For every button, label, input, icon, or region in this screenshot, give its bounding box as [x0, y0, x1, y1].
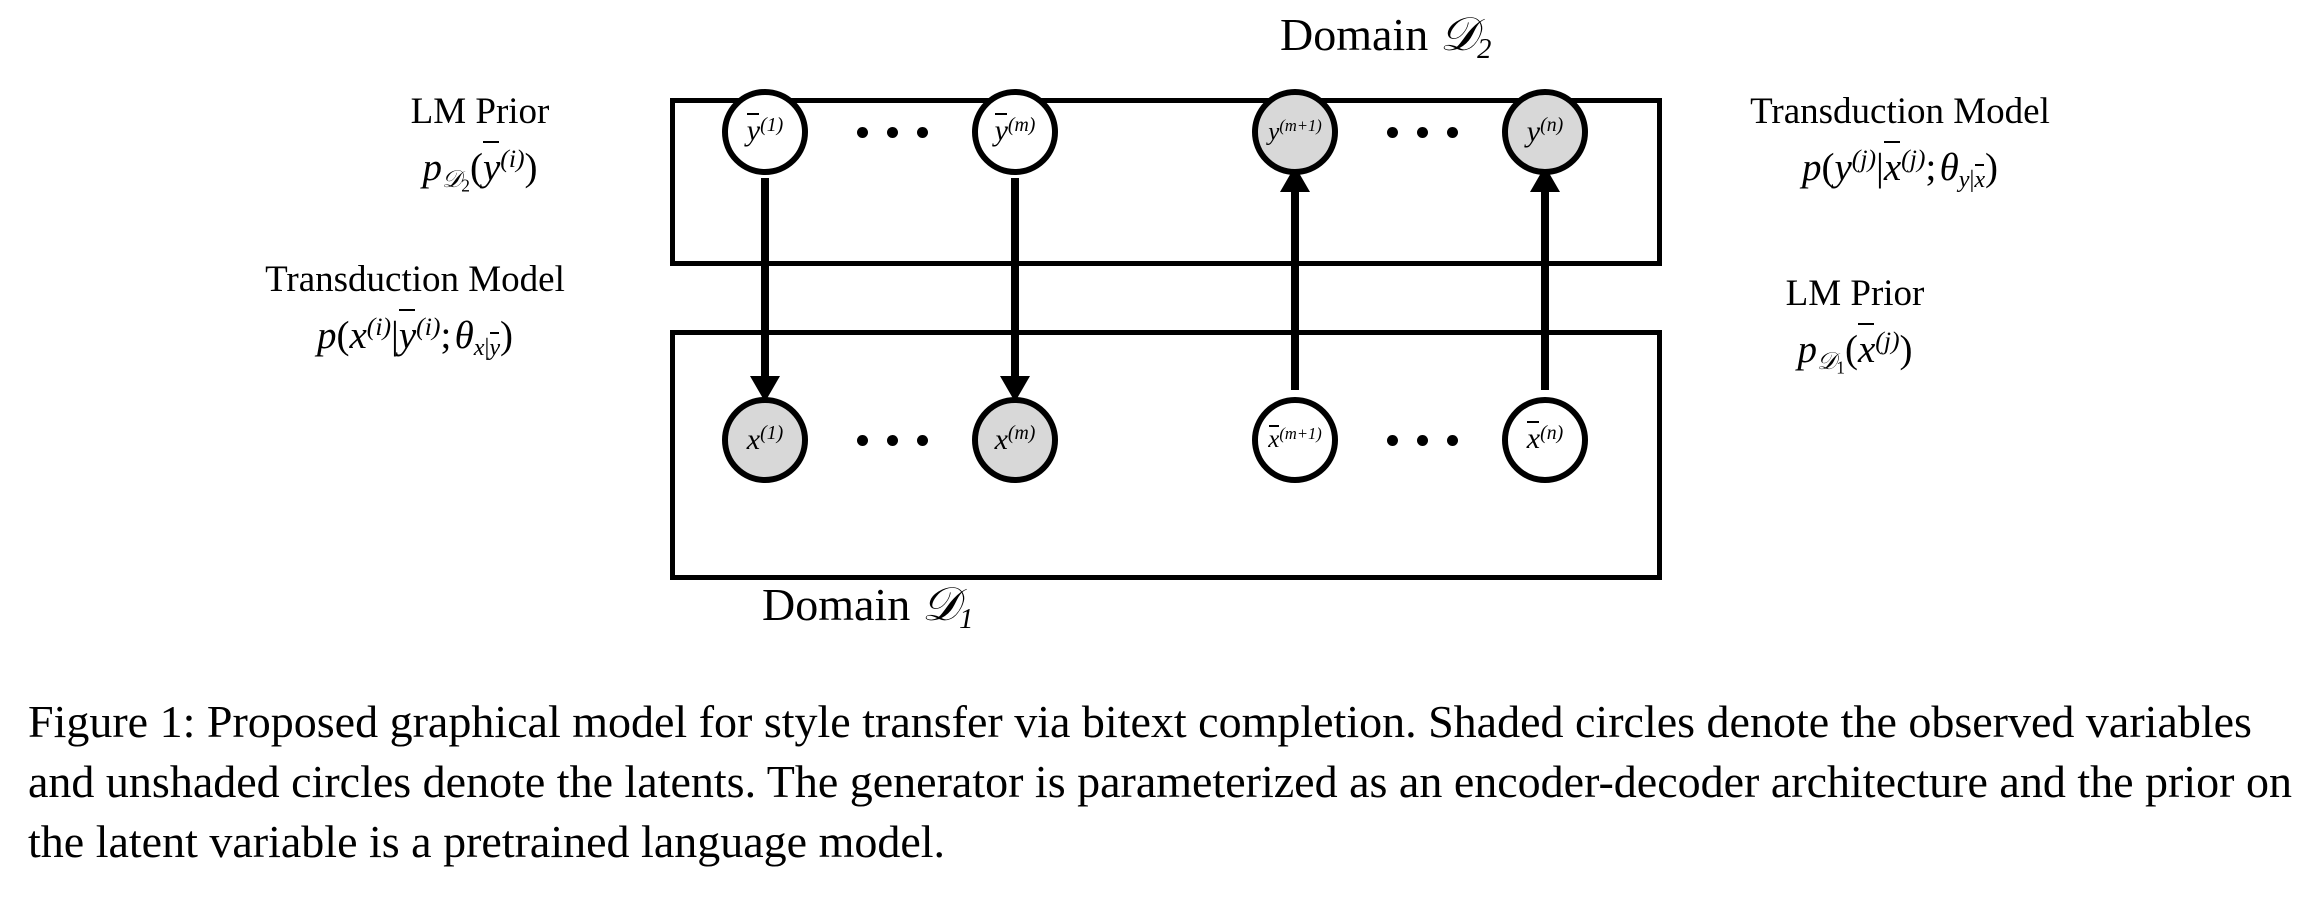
annotation-bottom-left-title: Transduction Model [265, 259, 565, 300]
domain-bottom-symbol: 𝒟 [921, 579, 960, 631]
annotation-top-left: LM Prior p𝒟2(y(i)) [330, 88, 630, 197]
node-y-m1-label: y(m+1) [1268, 115, 1322, 146]
node-ybar-m-label: y(m) [994, 112, 1036, 148]
domain-top-subscript: 2 [1477, 33, 1492, 65]
ellipsis-dot [917, 127, 928, 138]
node-x-1-label: x(1) [746, 421, 784, 456]
annotation-top-left-formula: p𝒟2(y(i)) [422, 140, 538, 196]
annotation-top-right-formula: p(y(j)|x(j); θy|x) [1690, 140, 2110, 195]
node-xbar-m1-label: x(m+1) [1268, 423, 1322, 454]
ellipsis-dot [1387, 127, 1398, 138]
plate-domain-d2 [670, 98, 1662, 266]
ellipsis-dot [1387, 435, 1398, 446]
node-x-1[interactable]: x(1) [722, 397, 808, 483]
ellipsis-top-right [1387, 127, 1458, 138]
domain-top-symbol: 𝒟 [1439, 9, 1478, 61]
ellipsis-bottom-right [1387, 435, 1458, 446]
ellipsis-dot [1447, 435, 1458, 446]
node-ybar-1[interactable]: y(1) [722, 89, 808, 175]
annotation-bottom-left-formula: p(x(i)|y(i); θx|y) [190, 308, 640, 363]
ellipsis-dot [917, 435, 928, 446]
annotation-bottom-right-title: LM Prior [1785, 273, 1925, 314]
node-ybar-1-label: y(1) [746, 112, 784, 148]
ellipsis-dot [1417, 435, 1428, 446]
node-x-m-label: x(m) [994, 421, 1036, 456]
ellipsis-dot [857, 127, 868, 138]
figure-caption: Figure 1: Proposed graphical model for s… [28, 696, 2292, 867]
domain-label-bottom: Domain 𝒟1 [762, 582, 973, 635]
annotation-top-left-title: LM Prior [410, 91, 550, 132]
ellipsis-dot [887, 435, 898, 446]
ellipsis-dot [1447, 127, 1458, 138]
ellipsis-dot [887, 127, 898, 138]
node-xbar-n-label: x(n) [1526, 420, 1564, 456]
plate-domain-d1 [670, 330, 1662, 580]
annotation-bottom-left: Transduction Model p(x(i)|y(i); θx|y) [190, 256, 640, 363]
node-y-m1[interactable]: y(m+1) [1252, 89, 1338, 175]
node-xbar-n[interactable]: x(n) [1502, 397, 1588, 483]
annotation-bottom-right-formula: p𝒟1(x(j)) [1797, 322, 1913, 378]
node-ybar-m[interactable]: y(m) [972, 89, 1058, 175]
domain-bottom-prefix: Domain [762, 579, 911, 630]
domain-bottom-subscript: 1 [959, 603, 974, 635]
node-y-n-label: y(n) [1526, 113, 1564, 148]
domain-label-top: Domain 𝒟2 [1280, 12, 1491, 65]
ellipsis-dot [1417, 127, 1428, 138]
annotation-bottom-right: LM Prior p𝒟1(x(j)) [1690, 270, 2020, 379]
ellipsis-top-left [857, 127, 928, 138]
node-y-n[interactable]: y(n) [1502, 89, 1588, 175]
node-x-m[interactable]: x(m) [972, 397, 1058, 483]
ellipsis-bottom-left [857, 435, 928, 446]
node-xbar-m1[interactable]: x(m+1) [1252, 397, 1338, 483]
annotation-top-right: Transduction Model p(y(j)|x(j); θy|x) [1690, 88, 2110, 195]
annotation-top-right-title: Transduction Model [1750, 91, 2050, 132]
domain-top-prefix: Domain [1280, 9, 1429, 60]
ellipsis-dot [857, 435, 868, 446]
